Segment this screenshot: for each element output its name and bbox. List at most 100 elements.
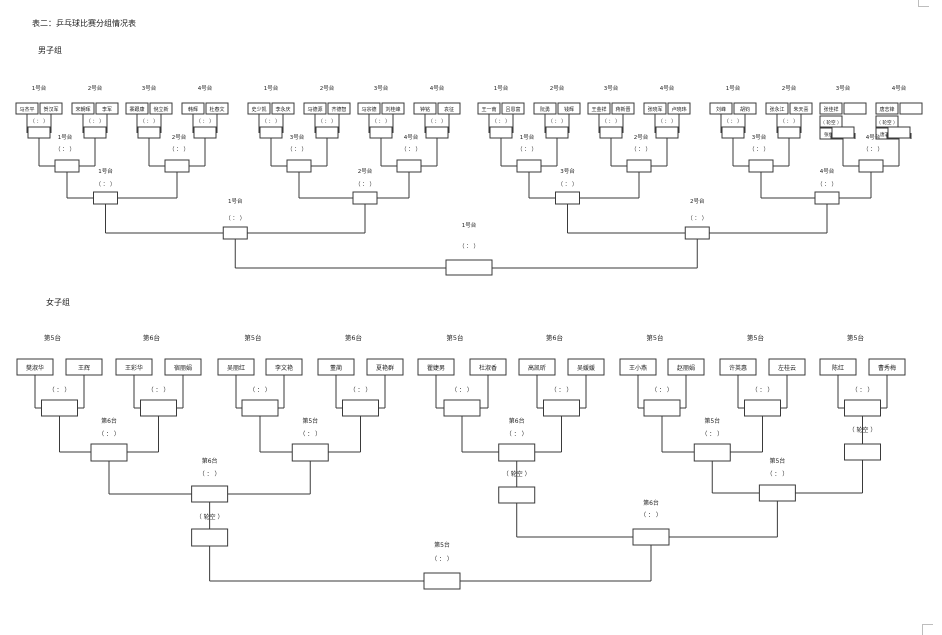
- player-name: 吴丽红: [227, 364, 245, 372]
- player-name: 倪立新: [153, 106, 168, 113]
- match-score: （ ： ）: [262, 119, 280, 125]
- match-table-label: 3号台: [374, 84, 389, 92]
- match-table-label: 2号台: [550, 84, 565, 92]
- match-table-label: 第5台: [646, 333, 663, 342]
- match-score: （ ： ）: [199, 471, 221, 478]
- match-result-box: [543, 399, 580, 417]
- match-score: （ ： ）: [517, 146, 537, 153]
- match-table-label: 4号台: [892, 84, 907, 92]
- player-name: 齐德智: [331, 106, 346, 113]
- match-result-box: [721, 126, 745, 139]
- match-score: （ ： ）: [140, 119, 158, 125]
- match-result-box: [342, 399, 379, 417]
- match-score: （ ： ）: [651, 387, 673, 394]
- match-result-box: [54, 159, 80, 173]
- match-score: （ ： ）: [318, 119, 336, 125]
- player-name: 张晓军: [647, 106, 662, 113]
- men-group-label: 男子组: [38, 46, 62, 55]
- player-name: 王金祥: [591, 106, 606, 113]
- match-result-box: [643, 399, 681, 417]
- match-result-box: [777, 126, 801, 139]
- match-table-label: 4号台: [820, 167, 835, 175]
- match-score: （ ： ）: [492, 119, 510, 125]
- match-result-box: [748, 159, 774, 173]
- player-name: 吕恩富: [505, 106, 520, 113]
- match-table-label: 4号台: [404, 133, 419, 141]
- match-score: （ ： ）: [225, 215, 245, 222]
- match-result-box: [858, 159, 884, 173]
- match-table-label: 第5台: [847, 333, 864, 342]
- match-table-label: 第5台: [302, 417, 318, 425]
- match-score: （ ： ）: [451, 387, 473, 394]
- match-score: （ ： ）: [551, 387, 573, 394]
- match-result-box: [315, 126, 339, 139]
- match-result-box: [626, 159, 652, 173]
- player-name: 蒋新晋: [615, 106, 630, 113]
- bye-label: （ 轮空 ）: [503, 470, 531, 478]
- match-table-label: 2号台: [634, 133, 649, 141]
- player-name: 钟铭: [420, 106, 430, 113]
- player-name: 瞿婕男: [427, 364, 445, 372]
- match-score: （ ： ）: [355, 181, 375, 188]
- match-result-box: [844, 399, 881, 417]
- player-name: 王辉: [78, 364, 90, 372]
- match-score: （ ： ）: [49, 387, 71, 394]
- match-score: （ ： ）: [299, 431, 321, 438]
- match-table-label: 3号台: [836, 84, 851, 92]
- match-result-box: [193, 126, 217, 139]
- player-name: 朱天喜: [793, 106, 808, 113]
- player-name: 卢晓玮: [671, 106, 686, 113]
- match-table-label: 第6台: [509, 417, 525, 425]
- player-name: 马杰平: [19, 106, 34, 113]
- match-score: （ ： ）: [55, 146, 75, 153]
- match-score: （ ： ）: [249, 387, 271, 394]
- match-result-box: [887, 126, 911, 139]
- match-table-label: 第6台: [546, 333, 563, 342]
- player-name: 张永江: [769, 106, 784, 113]
- player-name: 刘峰: [716, 106, 726, 113]
- bye-box: [875, 115, 899, 128]
- match-table-label: 3号台: [752, 133, 767, 141]
- final-score: （ ： ）: [459, 243, 479, 250]
- bye-label: （ 轮空 ）: [876, 119, 897, 126]
- match-score: （ ： ）: [169, 146, 189, 153]
- match-table-label: 4号台: [660, 84, 675, 92]
- player-name: 杜淑香: [479, 364, 497, 372]
- match-score: （ ： ）: [96, 181, 116, 188]
- final-result-box: [445, 259, 493, 276]
- match-score: （ ： ）: [548, 119, 566, 125]
- match-score: （ ： ）: [350, 387, 372, 394]
- player-name: 张佳祥: [823, 106, 838, 113]
- player-name-box: [875, 102, 899, 115]
- match-table-label: 1号台: [520, 133, 535, 141]
- match-table-label: 1号台: [32, 84, 47, 92]
- match-table-label: 2号台: [358, 167, 373, 175]
- match-score: （ ： ）: [372, 119, 390, 125]
- player-name: 宿丽娟: [174, 364, 192, 372]
- match-table-label: 1号台: [264, 84, 279, 92]
- player-name: 董蔺: [330, 364, 342, 372]
- bye-result-box: [498, 486, 536, 504]
- match-table-label: 第5台: [747, 333, 764, 342]
- player-name: 袁征: [444, 106, 454, 113]
- match-table-label: 1号台: [228, 197, 243, 205]
- semifinal-result-box: [632, 528, 670, 546]
- match-result-box: [93, 191, 118, 205]
- bye-box: [819, 115, 843, 128]
- match-result-box: [758, 484, 796, 502]
- match-result-box: [191, 485, 229, 503]
- match-table-label: 第5台: [704, 417, 720, 425]
- match-score: （ ： ）: [86, 119, 104, 125]
- player-name: 赵丽娟: [677, 364, 695, 372]
- player-name: 贺汉军: [43, 106, 58, 113]
- match-result-box: [831, 126, 855, 139]
- match-score: （ ： ）: [602, 119, 620, 125]
- player-name: 钱辉: [564, 106, 574, 113]
- player-name: 阮勇: [540, 106, 550, 113]
- player-name: 王小燕: [629, 364, 647, 372]
- match-table-label: 第5台: [769, 457, 785, 465]
- player-name: 左桂云: [778, 364, 796, 372]
- match-score: （ ： ）: [766, 471, 788, 478]
- final-result-box: [423, 572, 461, 590]
- match-table-label: 2号台: [320, 84, 335, 92]
